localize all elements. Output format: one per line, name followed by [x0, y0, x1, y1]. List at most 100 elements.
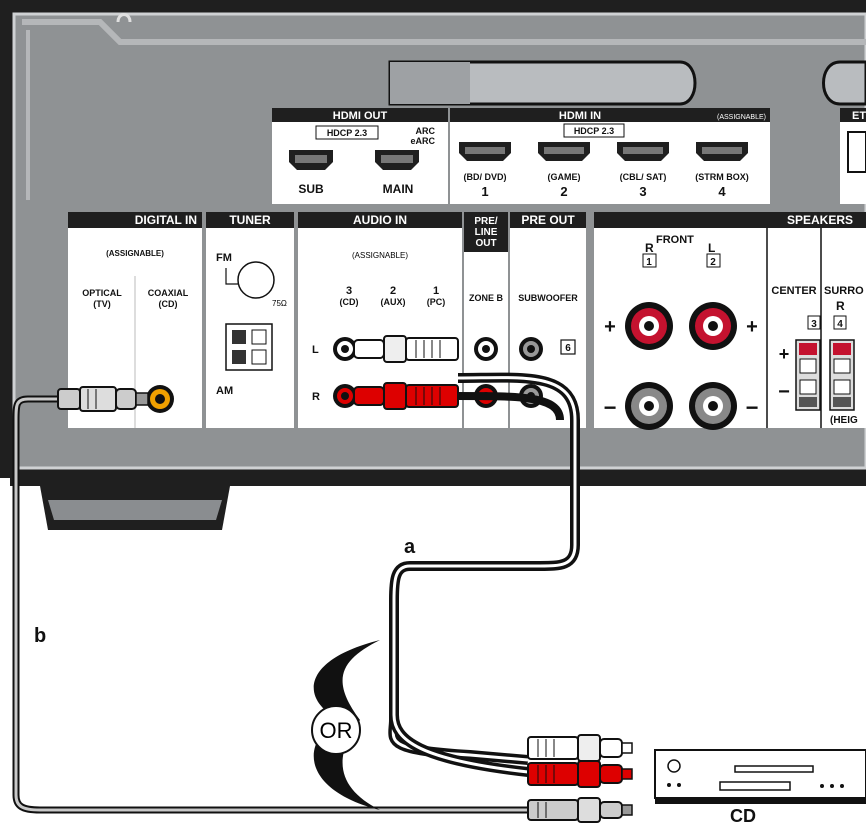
- cd-label: CD: [730, 806, 756, 826]
- arc-label: ARC: [416, 126, 436, 136]
- surround-push-terminal[interactable]: [830, 340, 854, 410]
- rca-plug-white-receiver: [354, 336, 458, 362]
- zone-b-l-jack[interactable]: [474, 337, 498, 361]
- pre-out-title: PRE OUT: [521, 213, 575, 227]
- front-minus-right: −: [746, 395, 759, 420]
- audio-in-3-name: (CD): [340, 297, 359, 307]
- center-plus: +: [779, 344, 790, 364]
- ohm-label: 75Ω: [272, 299, 287, 308]
- cd-player: [655, 750, 866, 804]
- hdmi-in-title: HDMI IN: [559, 110, 601, 122]
- front-l-plus-terminal[interactable]: [689, 302, 737, 350]
- front-l-minus-terminal[interactable]: [689, 382, 737, 430]
- hdmi-out-sub-label: SUB: [298, 182, 324, 196]
- tuner-panel: TUNER FM 75Ω AM: [206, 212, 294, 428]
- receiver-foot: [40, 486, 230, 530]
- zone-b-label: ZONE B: [469, 293, 504, 303]
- pre-line-title-3: OUT: [475, 238, 496, 249]
- hdmi-in-2-num: 2: [560, 184, 567, 199]
- center-label: CENTER: [771, 285, 816, 297]
- hdmi-in-panel: HDMI IN (ASSIGNABLE) HDCP 2.3 (BD/ DVD) …: [450, 108, 770, 204]
- height-label: (HEIG: [830, 415, 858, 426]
- center-minus: −: [778, 381, 790, 403]
- optical-sublabel: (TV): [93, 299, 111, 309]
- hdmi-in-1-num: 1: [481, 184, 488, 199]
- coaxial-jack[interactable]: [146, 385, 174, 413]
- hdmi-in-2-name: (GAME): [548, 172, 581, 182]
- audio-in-1-name: (PC): [427, 297, 446, 307]
- hdmi-in-4-name: (STRM BOX): [695, 172, 749, 182]
- front-plus-right: +: [746, 316, 758, 338]
- audio-in-l-label: L: [312, 344, 319, 356]
- surround-label: SURRO: [824, 285, 864, 297]
- hdmi-in-3-name: (CBL/ SAT): [620, 172, 667, 182]
- hdmi-in-port-4[interactable]: [696, 142, 748, 161]
- coaxial-sublabel: (CD): [159, 299, 178, 309]
- speaker-box-3: 3: [811, 319, 817, 330]
- hdmi-in-assignable: (ASSIGNABLE): [717, 114, 766, 121]
- hdmi-in-3-num: 3: [639, 184, 646, 199]
- front-r-plus-terminal[interactable]: [625, 302, 673, 350]
- hdmi-out-title: HDMI OUT: [333, 110, 388, 122]
- speaker-box-4: 4: [837, 319, 843, 330]
- or-label: OR: [320, 718, 353, 743]
- digital-in-title: DIGITAL IN: [135, 213, 197, 227]
- speakers-title: SPEAKERS: [787, 213, 853, 227]
- pre-line-title-2: LINE: [475, 227, 498, 238]
- hdmi-out-sub-port[interactable]: [289, 150, 333, 170]
- surround-r-label: R: [836, 299, 845, 313]
- hdmi-out-panel: HDMI OUT HDCP 2.3 ARC eARC SUB MAIN: [272, 108, 448, 204]
- antenna-right: [824, 62, 866, 104]
- earc-label: eARC: [410, 136, 435, 146]
- audio-in-title: AUDIO IN: [353, 213, 407, 227]
- audio-in-1-num: 1: [433, 285, 439, 297]
- hdmi-out-main-port[interactable]: [375, 150, 419, 170]
- cable-b-label: b: [34, 625, 46, 647]
- fm-antenna-jack[interactable]: [238, 262, 274, 298]
- front-r-label: R: [645, 241, 654, 255]
- front-plus-left: +: [604, 316, 616, 338]
- front-l-label: L: [708, 241, 715, 255]
- audio-in-r-label: R: [312, 391, 320, 403]
- am-label: AM: [216, 385, 233, 397]
- pre-line-title-1: PRE/: [474, 216, 498, 227]
- hdmi-in-4-num: 4: [718, 184, 726, 199]
- front-r-minus-terminal[interactable]: [625, 382, 673, 430]
- audio-in-3-num: 3: [346, 285, 352, 297]
- speakers-panel: SPEAKERS FRONT R L 1 2 + + − − CENTER 3 …: [594, 212, 866, 430]
- tuner-title: TUNER: [229, 213, 271, 227]
- ethernet-panel: ET: [840, 108, 866, 204]
- speaker-box-1: 1: [646, 257, 652, 268]
- ethernet-title: ET: [852, 110, 866, 122]
- digital-in-assignable: (ASSIGNABLE): [106, 249, 164, 258]
- subwoofer-label: SUBWOOFER: [518, 293, 578, 303]
- cable-a-label: a: [404, 536, 416, 558]
- fm-label: FM: [216, 252, 232, 264]
- hdmi-out-main-label: MAIN: [383, 182, 414, 196]
- or-brace: OR: [312, 640, 380, 810]
- am-antenna-terminal[interactable]: [226, 324, 272, 370]
- rca-plug-red-receiver: [354, 383, 458, 409]
- hdmi-in-1-name: (BD/ DVD): [464, 172, 507, 182]
- front-label: FRONT: [656, 234, 694, 246]
- hdmi-in-port-2[interactable]: [538, 142, 590, 161]
- hdmi-in-port-1[interactable]: [459, 142, 511, 161]
- pre-out-box-6: 6: [565, 343, 571, 354]
- hdmi-out-hdcp: HDCP 2.3: [327, 128, 367, 138]
- rca-plug-white-cd: [528, 735, 632, 761]
- coax-plug-cd: [528, 798, 632, 822]
- optical-label: OPTICAL: [82, 288, 122, 298]
- hdmi-in-hdcp: HDCP 2.3: [574, 126, 614, 136]
- front-minus-left: −: [604, 395, 617, 420]
- audio-in-assignable: (ASSIGNABLE): [352, 251, 408, 260]
- speaker-box-2: 2: [710, 257, 716, 268]
- coax-plug-receiver: [58, 387, 148, 411]
- center-push-terminal[interactable]: [796, 340, 820, 410]
- audio-in-2-num: 2: [390, 285, 396, 297]
- rca-plug-red-cd: [528, 761, 632, 787]
- subwoofer-jack-1[interactable]: [519, 337, 543, 361]
- hdmi-in-port-3[interactable]: [617, 142, 669, 161]
- audio-in-2-name: (AUX): [381, 297, 406, 307]
